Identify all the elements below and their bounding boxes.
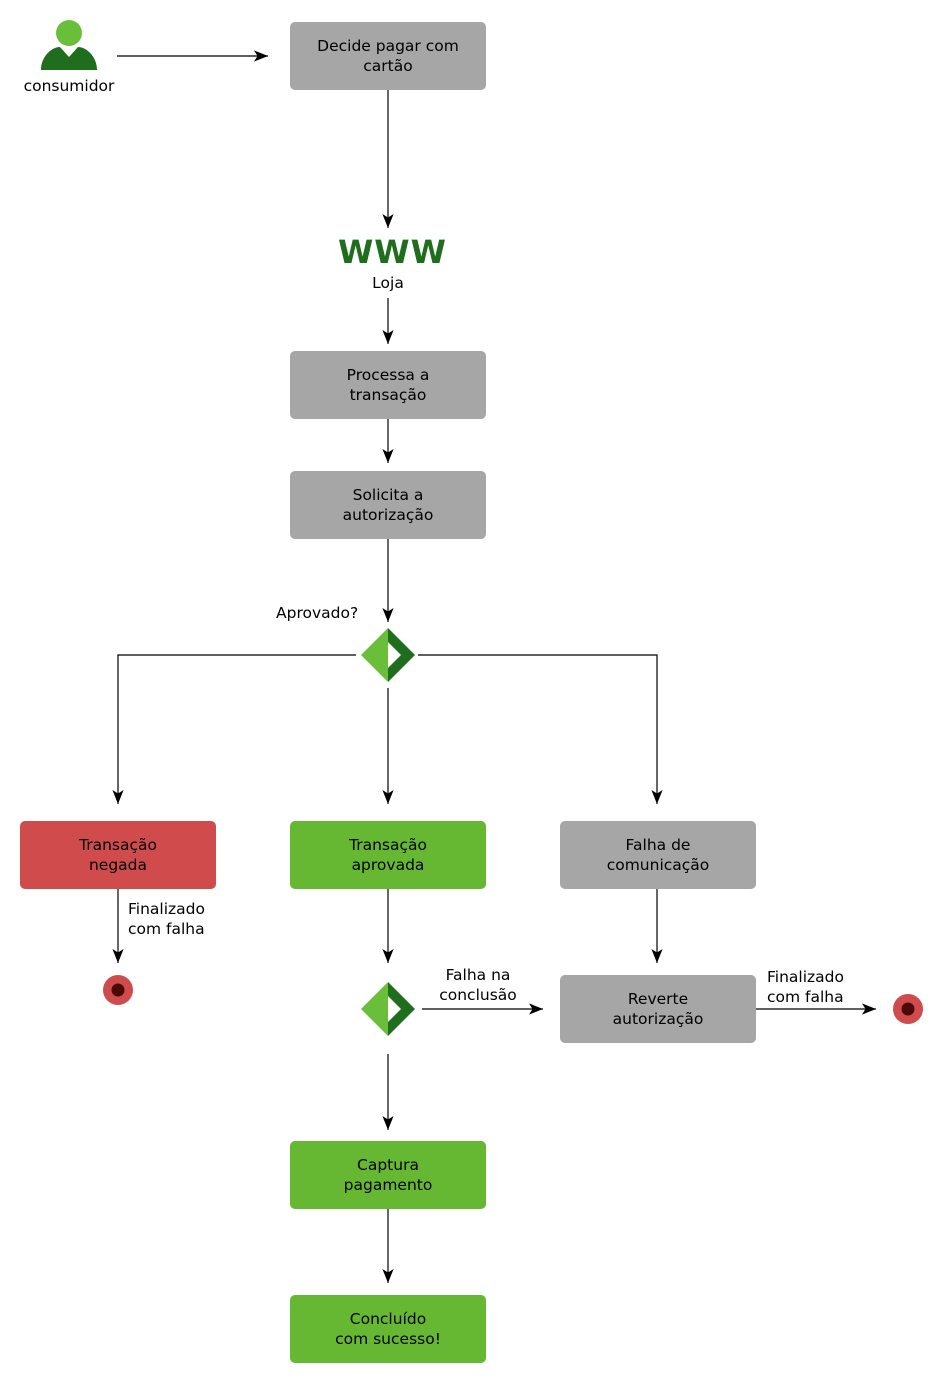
request-authorization-node: Solicita a autorização	[290, 471, 486, 539]
user-icon	[41, 20, 97, 70]
web-icon: WWW	[338, 233, 447, 271]
finished-failure-left-label: Finalizado com falha	[128, 900, 205, 938]
decision-diamond-conclusao	[361, 982, 415, 1036]
completed-success-node: Concluído com sucesso!	[290, 1295, 486, 1363]
finished-failure-right-label: Finalizado com falha	[767, 968, 844, 1006]
transaction-approved-node: Transação aprovada	[290, 821, 486, 889]
process-transaction-node: Processa a transação	[290, 351, 486, 419]
transaction-denied-node: Transação negada	[20, 821, 216, 889]
decide-pay-card-node: Decide pagar com cartão	[290, 22, 486, 90]
end-node-right	[893, 994, 923, 1024]
end-node-left	[103, 975, 133, 1005]
capture-payment-node: Captura pagamento	[290, 1141, 486, 1209]
edge-decision-to-falha	[418, 654, 663, 804]
store-label: Loja	[372, 274, 404, 292]
approved-question-label: Aprovado?	[276, 604, 359, 622]
edge-decision-to-negada	[112, 654, 356, 804]
actor-label: consumidor	[23, 77, 115, 95]
decision-diamond-aprovado	[361, 628, 415, 682]
communication-failure-node: Falha de comunicação	[560, 821, 756, 889]
completion-failure-label: Falha na conclusão	[439, 966, 517, 1004]
revert-authorization-node: Reverte autorização	[560, 975, 756, 1043]
